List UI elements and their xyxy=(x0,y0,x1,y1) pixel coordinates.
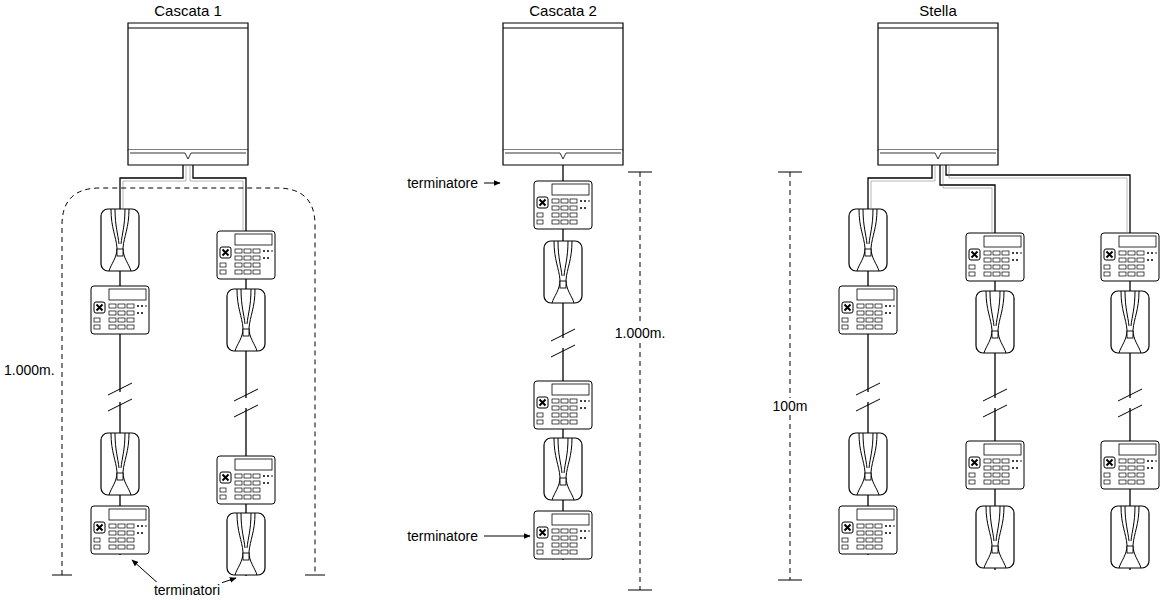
leader-arrows xyxy=(132,183,530,585)
panel-title: Cascata 1 xyxy=(127,2,249,20)
bus-wires-inner xyxy=(123,165,1127,232)
terminator-label: terminatore xyxy=(405,175,480,191)
dimension-label: 1.000m. xyxy=(2,362,57,378)
control-panel-drawing xyxy=(503,23,623,165)
dimension-lines xyxy=(52,172,802,590)
control-panel: Cascata 2 xyxy=(502,2,624,165)
dimension-label: 1.000m. xyxy=(613,325,668,341)
bus-devices xyxy=(91,181,1159,575)
control-panel-drawing xyxy=(128,23,248,165)
terminator-label: terminatore xyxy=(405,528,480,544)
control-panel: Stella xyxy=(877,2,999,165)
control-panel-drawing xyxy=(878,23,998,165)
dimension-label: 100m xyxy=(770,398,809,414)
panel-title: Cascata 2 xyxy=(502,2,624,20)
bus-wires xyxy=(120,165,1130,576)
panel-title: Stella xyxy=(877,2,999,20)
control-panel: Cascata 1 xyxy=(127,2,249,165)
terminator-label: terminatori xyxy=(152,582,222,598)
